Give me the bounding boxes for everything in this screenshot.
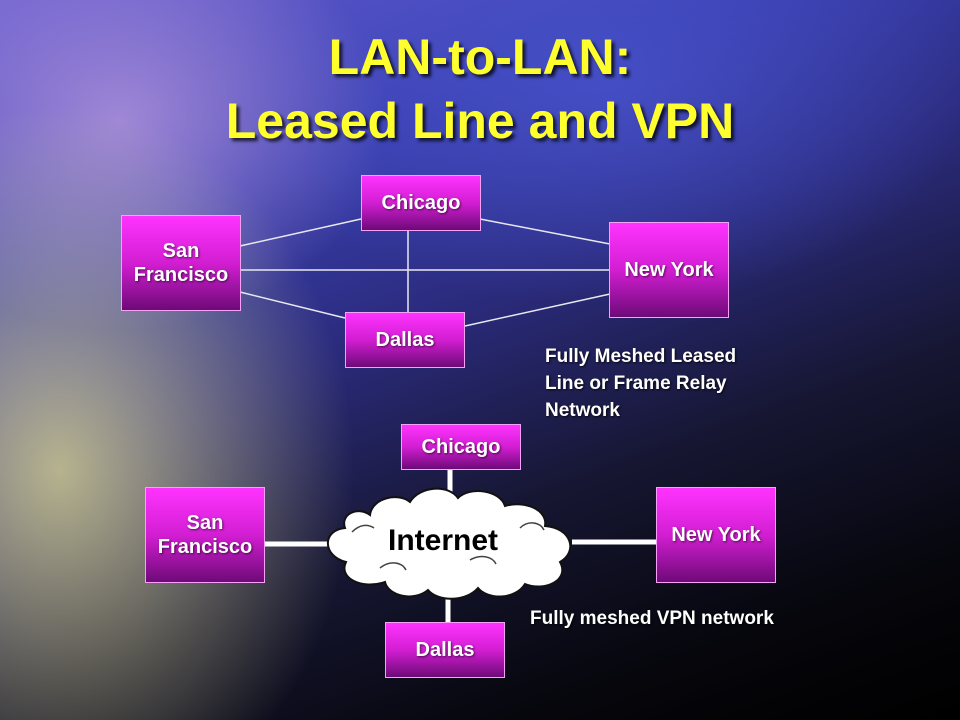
node-chicago-top: Chicago [361, 175, 481, 231]
leased-line-caption: Fully Meshed Leased Line or Frame Relay … [545, 343, 736, 424]
node-label: Dallas [415, 639, 475, 661]
node-san-francisco-bottom: San Francisco [145, 487, 265, 583]
internet-label: Internet [387, 524, 498, 557]
link-sf-chicago [239, 218, 362, 247]
node-new-york-bottom: New York [656, 487, 776, 583]
vpn-caption: Fully meshed VPN network [530, 608, 774, 629]
node-label: Chicago [381, 192, 461, 214]
node-label: New York [624, 259, 714, 281]
leased-line-mesh [239, 218, 611, 327]
node-label: New York [671, 524, 761, 546]
link-chicago-newyork [479, 218, 611, 245]
node-dallas-top: Dallas [345, 312, 465, 368]
caption-line: Line or Frame Relay [545, 373, 727, 394]
node-san-francisco-top: San Francisco [121, 215, 241, 311]
node-label: San Francisco [133, 240, 229, 286]
node-dallas-bottom: Dallas [385, 622, 505, 678]
link-sf-dallas [239, 291, 346, 319]
node-label: Chicago [421, 436, 501, 458]
slide-title-line-1: LAN-to-LAN: [328, 29, 632, 85]
node-label: San Francisco [157, 512, 253, 558]
node-chicago-bottom: Chicago [401, 424, 521, 470]
node-label: Dallas [375, 329, 435, 351]
node-new-york-top: New York [609, 222, 729, 318]
slide-title-line-2: Leased Line and VPN [225, 93, 735, 149]
internet-cloud-icon [327, 487, 572, 600]
caption-line: Fully Meshed Leased [545, 346, 737, 367]
caption-line: Network [545, 400, 620, 421]
link-dallas-newyork [464, 293, 611, 327]
